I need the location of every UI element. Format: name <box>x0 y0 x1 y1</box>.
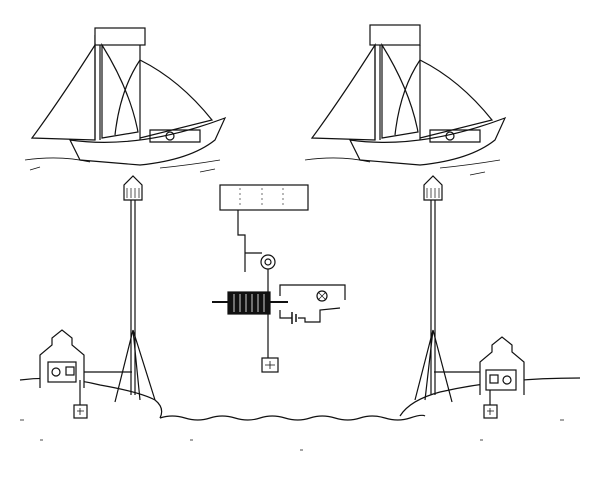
left-antenna-tower <box>114 175 156 403</box>
pulley-wheel <box>260 254 276 270</box>
right-antenna-tower <box>414 175 453 403</box>
right-ship <box>304 24 507 176</box>
coil <box>316 290 328 302</box>
left-receiver-box <box>73 404 88 419</box>
ground-and-sea <box>19 377 581 451</box>
right-station-house <box>434 336 525 419</box>
signal-strip <box>219 184 309 211</box>
right-receiver-box <box>483 404 498 419</box>
left-ship <box>24 27 227 173</box>
left-station-house <box>39 329 132 419</box>
central-apparatus <box>212 184 346 373</box>
generator-drum <box>227 291 271 315</box>
